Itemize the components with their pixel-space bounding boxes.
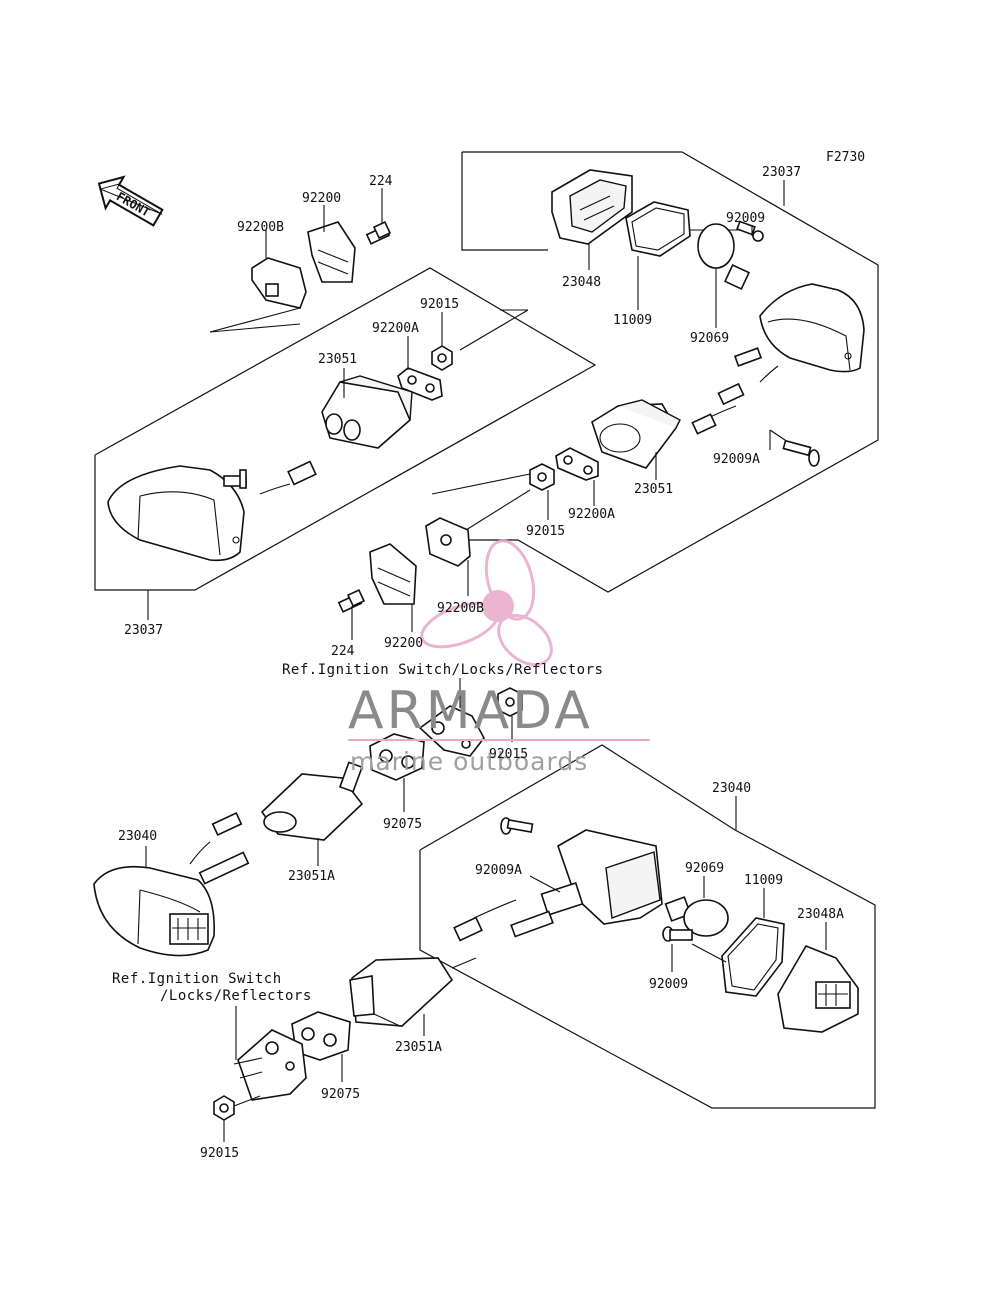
label-92075-bottom: 92075 <box>321 1087 360 1102</box>
label-92015-right: 92015 <box>526 524 565 539</box>
label-11009-bottom: 11009 <box>744 873 783 888</box>
part-23037-lamp-right <box>717 283 865 406</box>
label-92075-mid: 92075 <box>383 817 422 832</box>
part-92009-screw-bottom <box>662 926 727 963</box>
part-connector-right <box>691 405 737 435</box>
label-23048A: 23048A <box>797 907 844 922</box>
part-11009-gasket-bottom <box>721 917 785 997</box>
label-92069-top: 92069 <box>690 331 729 346</box>
part-ignition-bracket-bottom <box>233 1029 307 1101</box>
label-224-top: 224 <box>369 174 393 189</box>
label-23037-left: 23037 <box>124 623 163 638</box>
ref-upper: Ref.Ignition Switch/Locks/Reflectors <box>282 662 603 678</box>
label-23051A-bottom: 23051A <box>395 1040 442 1055</box>
label-224-bottom: 224 <box>331 644 355 659</box>
part-23051-holder-left <box>321 375 413 449</box>
part-224-screw-top <box>365 220 392 245</box>
part-224-screw-bottom <box>337 588 366 613</box>
leader-lines <box>145 180 827 1142</box>
label-92200A-right: 92200A <box>568 507 615 522</box>
frame-left <box>94 267 597 591</box>
armada-logo-icon <box>420 539 553 667</box>
part-92015-nut-mid <box>497 687 523 717</box>
label-11009-top: 11009 <box>613 313 652 328</box>
part-92009-screw-top <box>690 220 764 242</box>
part-92009A-screw-bottom <box>500 817 534 835</box>
part-92200B-plate-top <box>251 257 307 309</box>
label-23040-left: 23040 <box>118 829 157 844</box>
label-92015-top: 92015 <box>420 297 459 312</box>
part-92075-grommet-mid <box>369 733 425 781</box>
part-23048A-lens <box>777 945 859 1033</box>
label-23051-right: 23051 <box>634 482 673 497</box>
label-92009-bottom: 92009 <box>649 977 688 992</box>
frame-top-right-inner <box>461 152 548 251</box>
part-92200B-plate-mid <box>425 517 471 567</box>
label-92009-top: 92009 <box>726 211 765 226</box>
part-92015-nut-top <box>431 345 453 371</box>
label-92009A-top: 92009A <box>713 452 760 467</box>
part-92015-nut-bottom <box>213 1095 235 1121</box>
label-92200-bottom: 92200 <box>384 636 423 651</box>
part-23051A-holder-mid <box>260 761 364 841</box>
part-92015-nut-right <box>529 463 555 491</box>
part-23040-lamp-left <box>93 812 250 957</box>
part-92200A-plate-top <box>397 367 443 401</box>
label-92009A-bottom: 92009A <box>475 863 522 878</box>
label-92200-top: 92200 <box>302 191 341 206</box>
label-23051A-mid: 23051A <box>288 869 335 884</box>
label-23037-top: 23037 <box>762 165 801 180</box>
part-92069-bulb-top <box>697 223 751 291</box>
watermark-tagline: marine outboards <box>350 747 588 776</box>
label-23051-left: 23051 <box>318 352 357 367</box>
label-92015-bottom: 92015 <box>200 1146 239 1161</box>
part-23037-lamp-left <box>107 460 317 562</box>
part-23048-lens-top <box>551 169 633 245</box>
label-92015-mid: 92015 <box>489 747 528 762</box>
part-23040-lamp-right <box>453 829 663 942</box>
label-92200B-right: 92200B <box>437 601 484 616</box>
frame-lower-right <box>419 744 876 1109</box>
watermark-brand: ARMADA <box>348 681 593 741</box>
label-23040-right: 23040 <box>712 781 751 796</box>
label-23048: 23048 <box>562 275 601 290</box>
part-92200-bracket-bottom <box>369 543 417 605</box>
frame-top-right <box>440 151 879 593</box>
part-92009A-screw-top <box>769 429 820 467</box>
part-23051-holder-right <box>591 399 681 469</box>
part-92200-bracket-top <box>307 221 356 283</box>
ref-lower-line1: Ref.Ignition Switch <box>112 971 282 987</box>
part-11009-gasket-top <box>625 201 691 257</box>
figure-code: F2730 <box>826 150 865 165</box>
ref-lower-line2: /Locks/Reflectors <box>160 988 312 1004</box>
label-92069-bottom: 92069 <box>685 861 724 876</box>
label-92200A-top: 92200A <box>372 321 419 336</box>
part-92069-bulb-bottom <box>664 896 729 937</box>
front-arrow-icon: FRONT <box>97 175 164 227</box>
part-92200A-plate-right <box>555 447 599 481</box>
part-23051A-holder-bottom <box>349 957 454 1027</box>
label-92200B-top: 92200B <box>237 220 284 235</box>
